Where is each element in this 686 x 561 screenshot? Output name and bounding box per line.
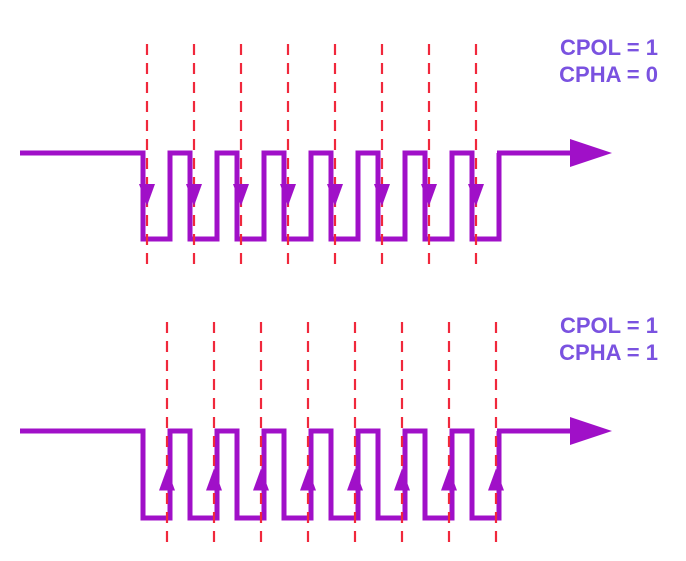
- rising-edge-arrow-icon: [347, 468, 363, 491]
- cpha-label: CPHA = 0: [559, 62, 658, 87]
- rising-edge-arrow-icon: [206, 468, 222, 491]
- time-arrow-icon: [570, 417, 612, 445]
- clock-signal: [20, 150, 502, 242]
- time-arrow-icon: [570, 139, 612, 167]
- clock-signal: [20, 428, 502, 521]
- falling-edge-arrow-icon: [327, 184, 343, 206]
- timing-panel-cpha-0: CPOL = 1 CPHA = 0: [20, 35, 658, 268]
- rising-edge-arrow-icon: [488, 468, 504, 491]
- rising-edge-arrow-icon: [300, 468, 316, 491]
- falling-edge-arrow-icon: [421, 184, 437, 206]
- rising-edge-arrow-icon: [159, 468, 175, 491]
- falling-edge-arrow-icon: [280, 184, 296, 206]
- falling-edge-arrow-icon: [468, 184, 484, 206]
- falling-edge-arrow-icon: [374, 184, 390, 206]
- cpol-label: CPOL = 1: [560, 35, 658, 60]
- cpha-label: CPHA = 1: [559, 340, 658, 365]
- rising-edge-arrow-icon: [253, 468, 269, 491]
- cpol-label: CPOL = 1: [560, 313, 658, 338]
- falling-edge-arrow-icon: [233, 184, 249, 206]
- falling-edge-arrow-icon: [186, 184, 202, 206]
- timing-panel-cpha-1: CPOL = 1 CPHA = 1: [20, 313, 658, 546]
- rising-edge-arrow-icon: [394, 468, 410, 491]
- rising-edge-arrow-icon: [441, 468, 457, 491]
- falling-edge-arrow-icon: [139, 184, 155, 206]
